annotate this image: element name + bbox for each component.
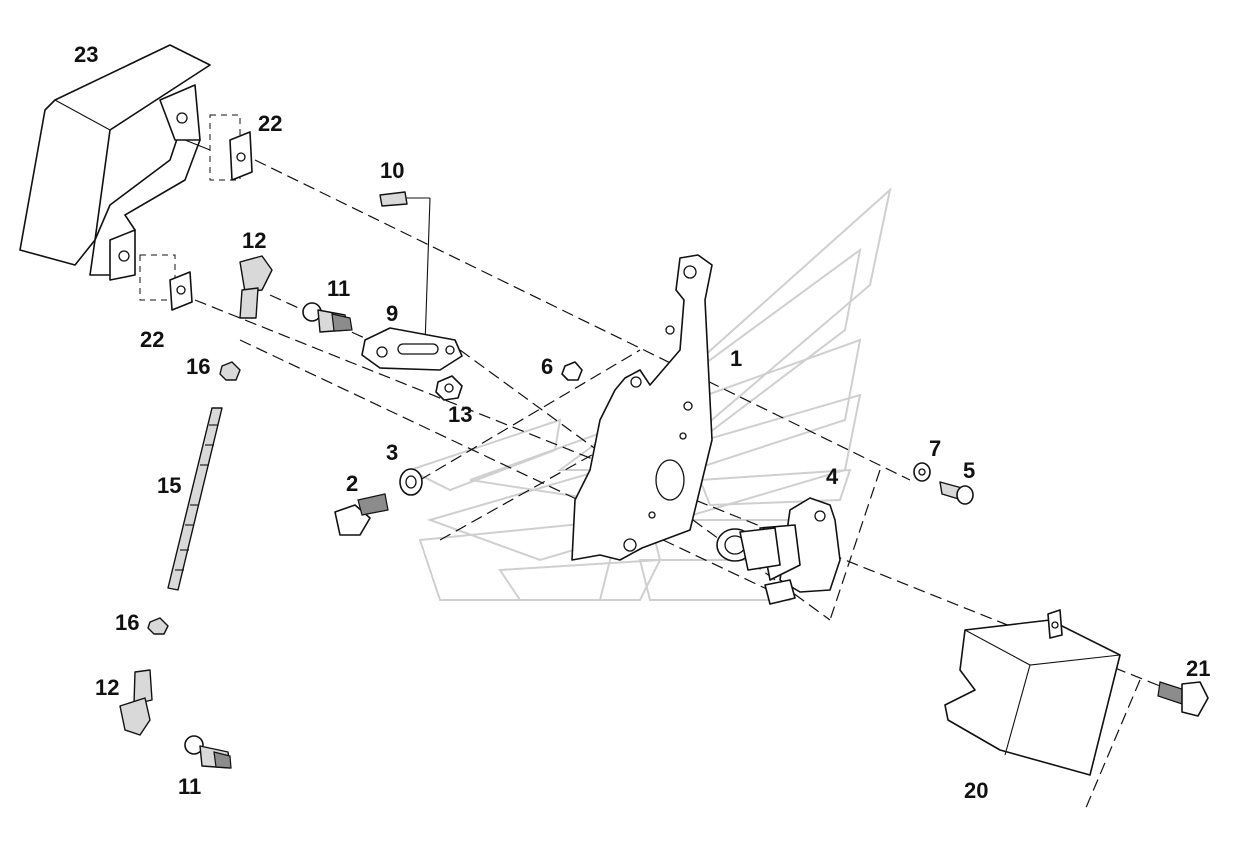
part-2-bolt	[334, 493, 389, 536]
part-9-bracket-plate	[361, 327, 463, 371]
part-16-nut-upper	[219, 361, 241, 381]
callout-5: 5	[963, 458, 975, 483]
part-5-screw	[939, 481, 974, 505]
part-1-main-bracket	[571, 254, 713, 561]
callout-10: 10	[380, 158, 404, 183]
callout-1: 1	[730, 346, 742, 371]
callout-22-lower: 22	[140, 327, 164, 352]
callout-11-lower: 11	[178, 774, 201, 799]
part-4-sensor-assembly	[716, 497, 841, 605]
part-13-nut	[435, 375, 463, 401]
callout-12-lower: 12	[95, 675, 119, 700]
part-6-nut	[561, 361, 583, 381]
callout-7: 7	[929, 436, 941, 461]
callout-9: 9	[386, 301, 398, 326]
part-12-ball-joint-lower	[119, 669, 153, 736]
callout-21: 21	[1186, 656, 1210, 681]
callout-6: 6	[541, 354, 553, 379]
callout-20: 20	[964, 778, 988, 803]
part-21-bolt	[1157, 681, 1209, 717]
callout-16-lower: 16	[115, 610, 139, 635]
callout-13: 13	[448, 402, 472, 427]
callout-4: 4	[826, 464, 839, 489]
part-3-washer	[399, 468, 423, 496]
callout-2: 2	[346, 471, 358, 496]
part-22-clip-upper	[184, 114, 253, 181]
callout-labels: 23 22 10 12 11 9 22 16 6 1 13 3 7 4 5 15…	[74, 42, 1210, 803]
part-7-washer	[913, 462, 931, 482]
callout-3: 3	[386, 440, 398, 465]
callout-16-upper: 16	[186, 354, 210, 379]
part-11-ball-stud-lower	[184, 735, 232, 769]
part-10-pin	[379, 191, 408, 207]
callout-11-upper: 11	[327, 276, 350, 301]
callout-22-upper: 22	[258, 111, 282, 136]
callout-12-upper: 12	[242, 228, 266, 253]
part-15-threaded-rod	[167, 407, 223, 591]
callout-15: 15	[157, 473, 181, 498]
part-12-ball-joint-upper	[239, 255, 273, 319]
callout-23: 23	[74, 42, 98, 67]
part-20-rear-cover	[944, 609, 1121, 776]
part-11-ball-stud-upper	[302, 302, 353, 333]
part-16-nut-lower	[147, 617, 169, 635]
part-23-cover	[19, 44, 211, 281]
part-22-clip-lower	[139, 254, 193, 311]
